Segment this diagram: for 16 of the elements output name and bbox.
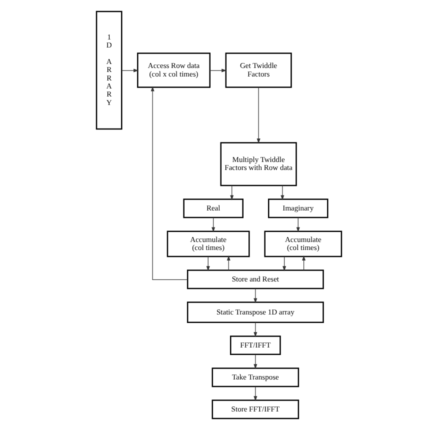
arrow: [253, 354, 257, 369]
arrow: [253, 288, 257, 303]
arrow: [296, 216, 300, 232]
arrow: [256, 86, 260, 144]
arrow: [253, 322, 257, 337]
arrow: [209, 68, 226, 72]
arrow: [206, 256, 210, 271]
arrow: [121, 68, 138, 72]
arrow: [302, 255, 306, 270]
arrow: [226, 255, 230, 270]
arrow: [211, 216, 215, 232]
arrow: [230, 184, 234, 200]
arrow: [280, 184, 284, 200]
arrow: [282, 256, 286, 271]
arrow: [253, 386, 257, 401]
arrow: [150, 86, 188, 280]
